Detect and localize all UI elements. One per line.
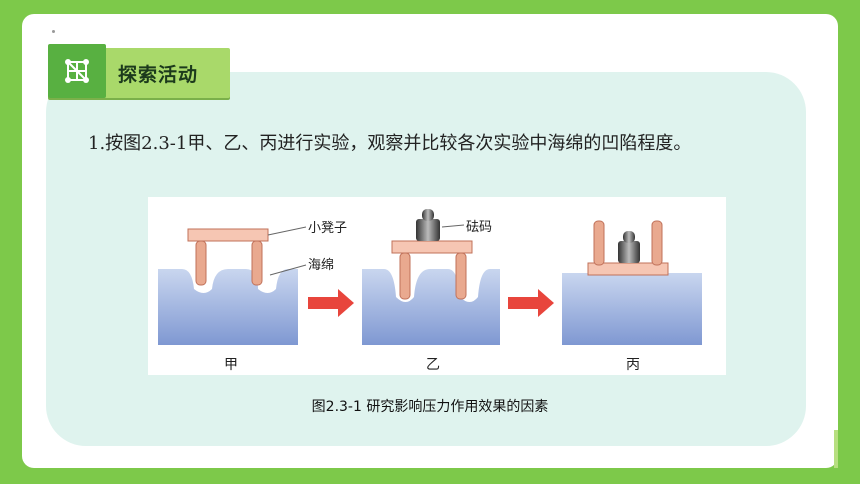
weight-label: 砝码 [466, 220, 492, 235]
sponge-label: 海绵 [308, 258, 334, 273]
experiment-figure: 小凳子 海绵 甲 砝码 乙 丙 [148, 197, 726, 375]
stool-leg-jia-left [195, 240, 207, 286]
section-title: 探索活动 [118, 64, 199, 86]
stool-label: 小凳子 [308, 220, 347, 236]
stool-leg-yi-right [455, 252, 467, 300]
weight-yi [416, 219, 440, 241]
figure-caption: 图2.3-1 研究影响压力作用效果的因素 [311, 399, 549, 415]
sponge-jia [158, 269, 298, 345]
weight-bing [618, 241, 640, 263]
stool-leg-bing-right [651, 220, 663, 266]
panel-label-jia: 甲 [224, 357, 238, 373]
decor-bar [834, 430, 838, 468]
panel-label-yi: 乙 [426, 357, 440, 373]
arrow-2 [508, 289, 554, 317]
stool-leg-jia-right [251, 240, 263, 286]
stool-top-yi [391, 240, 473, 254]
cube-grid-icon [48, 44, 106, 98]
instruction-paragraph: 1.按图2.3-1甲、乙、丙进行实验，观察并比较各次实验中海绵的凹陷程度。 [88, 133, 692, 154]
stool-leg-yi-left [399, 252, 411, 300]
panel-jia: 小凳子 海绵 甲 [158, 220, 347, 373]
arrow-1 [308, 289, 354, 317]
panel-yi: 砝码 乙 [362, 209, 500, 373]
panel-bing: 丙 [562, 220, 702, 373]
stool-top-jia [187, 228, 269, 242]
panel-label-bing: 丙 [626, 357, 640, 373]
sponge-yi [362, 269, 500, 345]
sponge-bing [562, 273, 702, 345]
stool-leg-bing-left [593, 220, 605, 266]
decor-dot [52, 30, 55, 33]
